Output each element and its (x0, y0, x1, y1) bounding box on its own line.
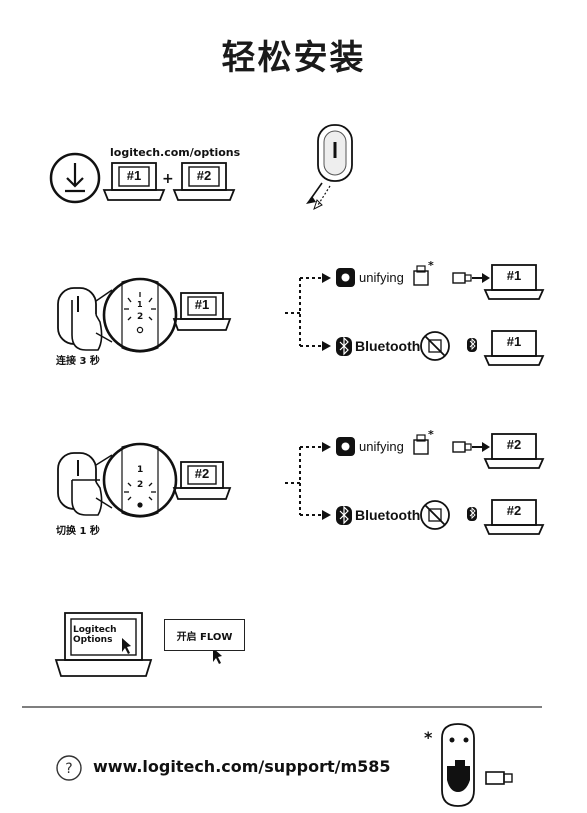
usb-receiver-icon (413, 265, 429, 286)
bluetooth-logo-icon (336, 505, 352, 525)
laptop-label: #1 (506, 334, 522, 349)
unifying-label: unifying (359, 270, 404, 285)
laptop-label: #1 (506, 268, 522, 283)
bluetooth-icon (467, 506, 477, 521)
footnote-star: * (424, 728, 433, 747)
laptop-label: #1 (126, 168, 142, 183)
download-icon (49, 152, 101, 204)
usb-receiver-icon (452, 441, 472, 453)
options-url[interactable]: logitech.com/options (110, 146, 241, 159)
switch-caption: 切换 1 秒 (56, 526, 100, 537)
bluetooth-label: Bluetooth (355, 507, 421, 523)
laptop-icon (102, 162, 166, 201)
channel-1-label: 1 (137, 465, 144, 475)
footnote-star: * (428, 428, 434, 441)
cursor-icon (122, 638, 131, 654)
zoom-circle (95, 277, 178, 353)
laptop-icon (483, 330, 545, 366)
plus-sign: + (162, 171, 174, 187)
bluetooth-logo-icon (336, 336, 352, 356)
laptop-icon (172, 461, 232, 500)
page-title: 轻松安装 (221, 38, 366, 78)
channel-1-label: 1 (137, 300, 143, 309)
svg-text:?: ? (65, 761, 72, 777)
branch-connector (285, 273, 331, 351)
no-receiver-icon (420, 500, 450, 530)
arrow-head (482, 442, 490, 452)
unifying-logo-icon (336, 437, 355, 456)
bluetooth-label: Bluetooth (355, 338, 421, 354)
laptop-icon (172, 292, 232, 331)
channel-2-label: 2 (137, 312, 144, 322)
connect-caption: 连接 3 秒 (56, 356, 100, 367)
logitech-options-app[interactable]: Logitech Options (73, 625, 133, 645)
laptop-icon (483, 433, 545, 469)
footnote-star: * (428, 259, 434, 272)
channel-2-label: 2 (137, 480, 144, 490)
mouse-receiver-icon (441, 723, 513, 807)
usb-receiver-icon (452, 272, 472, 284)
question-circle-icon: ? (56, 755, 82, 781)
usb-receiver-icon (413, 434, 429, 455)
laptop-label: #2 (506, 503, 522, 518)
laptop-label: #2 (194, 466, 210, 481)
laptop-icon (483, 264, 545, 300)
bluetooth-icon (467, 337, 477, 352)
laptop-icon (172, 162, 236, 201)
unifying-logo-icon (336, 268, 355, 287)
laptop-label: #2 (196, 168, 212, 183)
mouse-icon (306, 124, 353, 210)
unifying-label: unifying (359, 439, 404, 454)
laptop-label: #2 (506, 437, 522, 452)
options-line-1: Logitech (73, 625, 117, 635)
cursor-icon (213, 648, 222, 664)
branch-connector (285, 442, 331, 520)
hand-mouse-icon (57, 287, 103, 351)
arrow-head (482, 273, 490, 283)
support-url[interactable]: www.logitech.com/support/m585 (93, 757, 391, 776)
hand-mouse-icon (57, 452, 103, 516)
enable-flow-button[interactable]: 开启 FLOW (164, 619, 245, 651)
laptop-icon (54, 612, 153, 677)
zoom-circle (95, 442, 178, 518)
options-line-2: Options (73, 635, 113, 645)
no-receiver-icon (420, 331, 450, 361)
laptop-label: #1 (194, 297, 210, 312)
laptop-icon (483, 499, 545, 535)
